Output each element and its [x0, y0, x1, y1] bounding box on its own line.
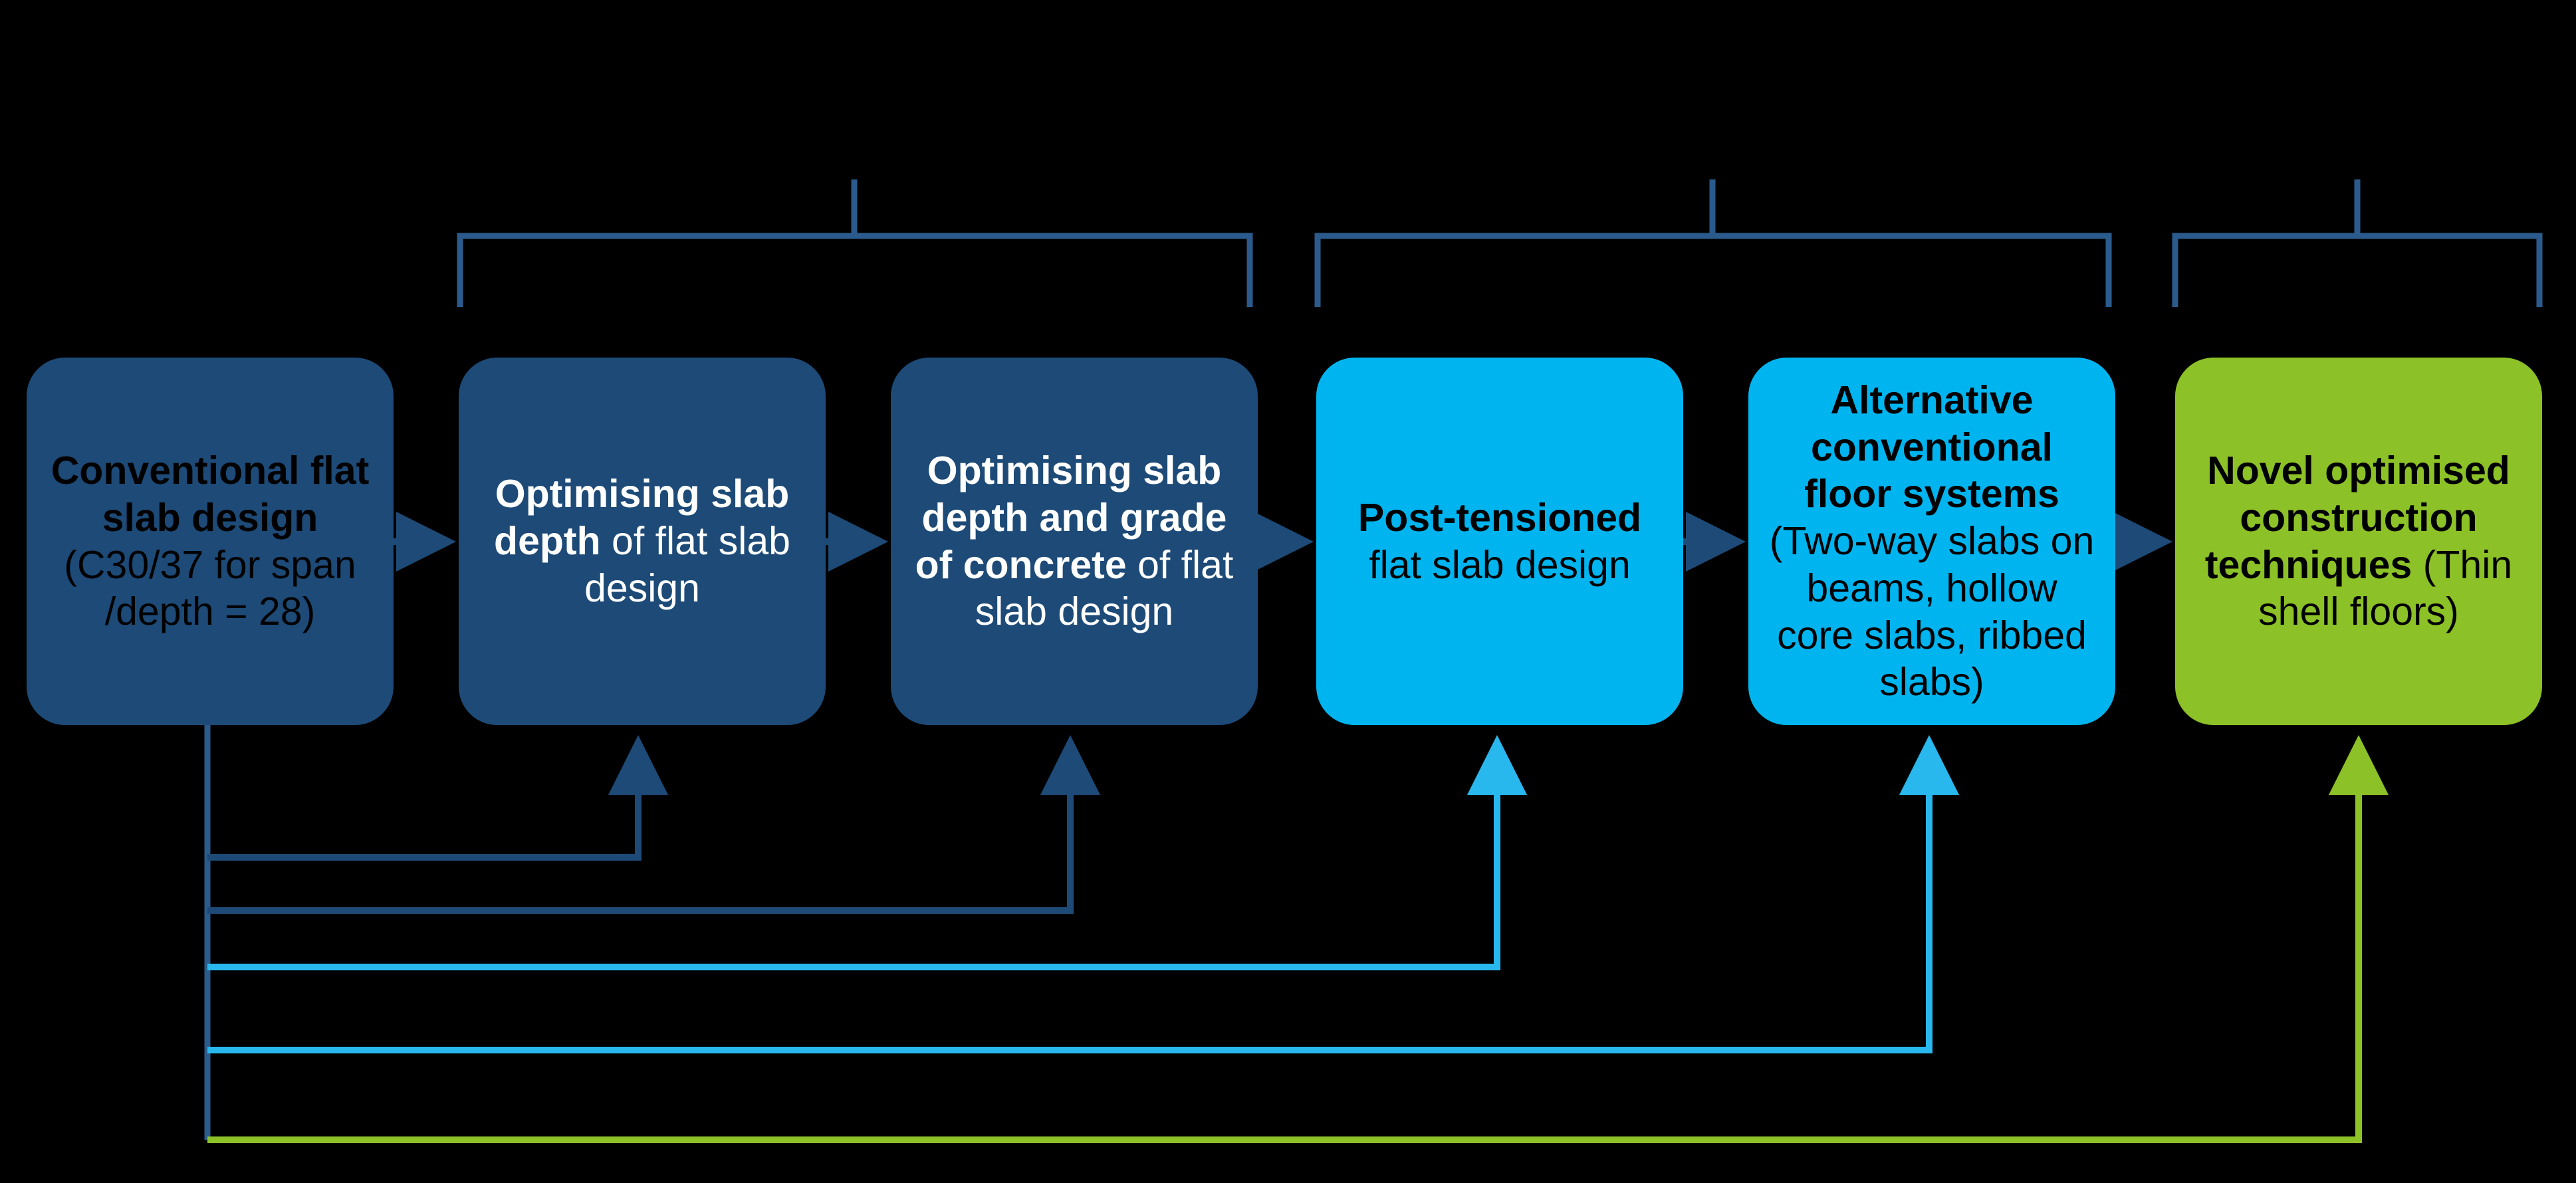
- feedback-to-novel-construction: [207, 734, 2389, 1143]
- node-post-tensioned-flat-slab-design[interactable]: Post-tensioned flat slab design: [1316, 358, 1683, 725]
- node-optimising-slab-depth-and-grade[interactable]: Optimising slab depth and grade of concr…: [891, 358, 1258, 725]
- node-title: Optimising slab depth and grade of concr…: [915, 448, 1227, 587]
- node-optimising-slab-depth[interactable]: Optimising slab depth of flat slab desig…: [459, 358, 826, 725]
- bracket-group-1: [457, 179, 1253, 307]
- node-title: Post-tensioned: [1357, 495, 1642, 540]
- node-title: Novel optimised construction techniques: [2204, 448, 2510, 587]
- bracket-group-3: [2172, 179, 2543, 307]
- feedback-to-post-tensioned: [207, 734, 1527, 970]
- feedback-to-optimising-slab-depth-and-grade: [207, 734, 1100, 914]
- node-novel-optimised-construction-techniques[interactable]: Novel optimised construction techniques …: [2175, 358, 2542, 725]
- node-subtitle: (C30/37 for span /depth = 28): [64, 542, 356, 634]
- node-title: Alternative conventional floor systems: [1804, 377, 2059, 516]
- node-subtitle: of flat slab design: [584, 519, 790, 610]
- node-conventional-flat-slab-design[interactable]: Conventional flat slab design (C30/37 fo…: [27, 358, 394, 725]
- node-subtitle: (Two-way slabs on beams, hollow core sla…: [1769, 519, 2095, 704]
- node-subtitle: flat slab design: [1369, 542, 1631, 587]
- feedback-to-alternative-floor-systems: [207, 734, 1959, 1053]
- node-alternative-conventional-floor-systems[interactable]: Alternative conventional floor systems (…: [1748, 358, 2115, 725]
- node-subtitle: of flat slab design: [975, 542, 1234, 634]
- node-subtitle: (Thin shell floors): [2258, 542, 2513, 634]
- feedback-to-optimising-slab-depth: [207, 734, 668, 861]
- node-title: Optimising slab depth: [494, 472, 790, 564]
- node-title: Conventional flat slab design: [51, 448, 370, 540]
- bracket-group-2: [1314, 179, 2112, 307]
